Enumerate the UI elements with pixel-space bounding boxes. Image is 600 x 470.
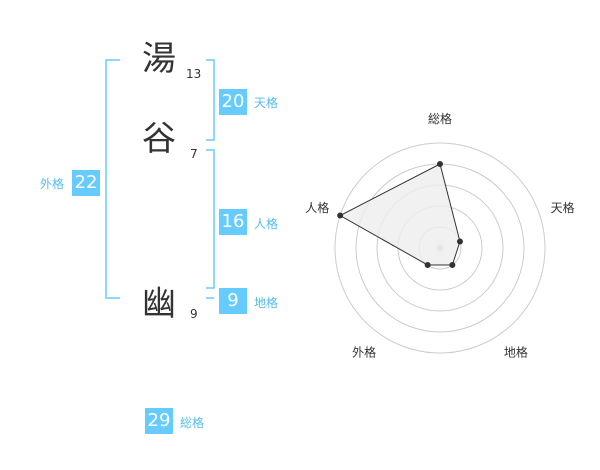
gaikaku-value: 22 xyxy=(72,170,100,196)
soukaku-label: 総格 xyxy=(180,416,205,430)
radar-axis-label: 外格 xyxy=(352,344,376,359)
gaikaku-label: 外格 xyxy=(40,177,65,191)
chikaku-value: 9 xyxy=(219,288,247,314)
radar-ring xyxy=(334,142,546,354)
radar-point-5 xyxy=(337,212,344,219)
jinkaku-value: 16 xyxy=(219,209,247,235)
radar-axis-label: 総格 xyxy=(428,111,452,126)
radar-point-2 xyxy=(456,238,463,245)
tenkaku-label: 天格 xyxy=(254,96,279,110)
soukaku-value: 29 xyxy=(145,408,173,434)
radar-axis-label: 天格 xyxy=(551,200,575,215)
name-char-2: 谷 xyxy=(142,119,176,159)
name-char-1: 湯 xyxy=(142,39,176,79)
name-char-3: 幽 xyxy=(142,284,176,324)
chikaku-label: 地格 xyxy=(254,296,279,310)
name-char-2-strokes: 7 xyxy=(190,147,198,161)
name-char-1-strokes: 13 xyxy=(186,67,202,81)
name-char-3-strokes: 9 xyxy=(190,307,198,321)
radar-point-4 xyxy=(424,261,431,268)
radar-polygon xyxy=(339,163,461,266)
radar-point-1 xyxy=(437,161,443,167)
tenkaku-value: 20 xyxy=(219,89,247,115)
jinkaku-label: 人格 xyxy=(254,217,279,231)
radar-axis-label: 地格 xyxy=(504,344,528,359)
radar-axis-label: 人格 xyxy=(305,200,329,215)
radar-point-3 xyxy=(449,261,456,268)
